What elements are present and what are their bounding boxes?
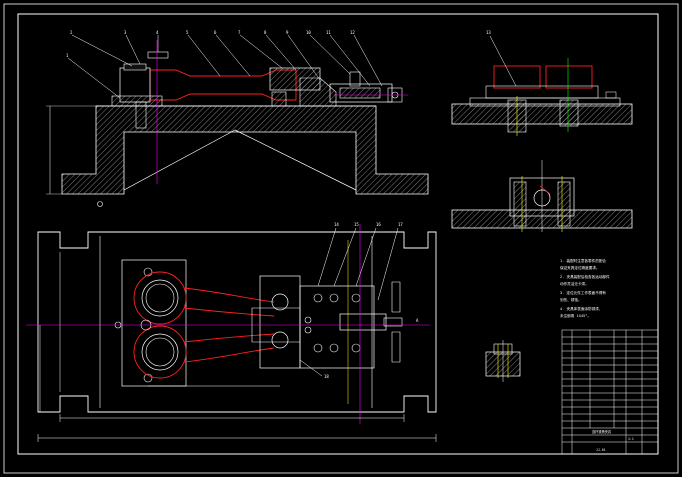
note-line-8: 未注倒角 1X45°。 — [560, 313, 591, 318]
fixture-base-section — [61, 105, 429, 195]
plan-base-outline — [37, 231, 437, 413]
note-line-2: 保证夹具定位精度要求。 — [560, 265, 600, 270]
part-label-2: 2 — [70, 30, 73, 35]
part-label-10: 10 — [306, 30, 311, 35]
detail-view — [485, 340, 521, 382]
part-label-12: 12 — [350, 30, 355, 35]
view-tag-a: A — [416, 318, 419, 323]
plan-view: 14 15 16 17 18 A — [26, 222, 437, 442]
part-label-4: 4 — [156, 30, 159, 35]
part-label-7: 7 — [238, 30, 241, 35]
front-view — [46, 34, 429, 207]
sheet-outer-border — [3, 3, 679, 474]
plan-label-17: 17 — [398, 222, 403, 227]
part-label-11: 11 — [326, 30, 331, 35]
sheet-inner-border — [17, 13, 659, 455]
note-line-5: 3. 定位元件工作表面不得有 — [560, 290, 606, 295]
plan-label-14: 14 — [334, 222, 339, 227]
note-line-4: 动作灵活无卡滞。 — [560, 281, 589, 286]
technical-notes: 1. 装配时注意各零件的配合 保证夹具定位精度要求。 2. 夹具装配后检查各运动… — [560, 258, 610, 318]
note-line-1: 1. 装配时注意各零件的配合 — [560, 258, 606, 263]
side-view: 13 — [451, 30, 633, 136]
part-label-6: 6 — [214, 30, 217, 35]
side-view-label-13: 13 — [486, 30, 491, 35]
part-label-9: 9 — [286, 30, 289, 35]
workpiece-rod-plan — [133, 271, 275, 379]
workpiece-rod-front — [149, 69, 297, 101]
part-labels-top: 2 3 4 5 6 7 8 9 10 11 12 1 — [66, 30, 355, 58]
part-label-3: 3 — [124, 30, 127, 35]
note-line-6: 划伤、锈蚀。 — [560, 297, 582, 302]
plan-label-18: 18 — [324, 374, 329, 379]
note-line-7: 4. 夹具体表面涂防锈漆， — [560, 306, 602, 311]
title-main: 连杆铣槽夹具 — [592, 429, 612, 434]
note-line-3: 2. 夹具装配后检查各运动部件 — [560, 274, 610, 279]
title-scale: 1:1 — [628, 437, 634, 441]
part-label-1: 1 — [66, 53, 69, 58]
title-block — [561, 329, 659, 455]
plan-label-16: 16 — [376, 222, 381, 227]
title-drawing-no: JJ-01 — [596, 448, 606, 452]
section-view — [451, 160, 633, 232]
part-label-8: 8 — [264, 30, 267, 35]
part-label-5: 5 — [186, 30, 189, 35]
plan-label-15: 15 — [354, 222, 359, 227]
